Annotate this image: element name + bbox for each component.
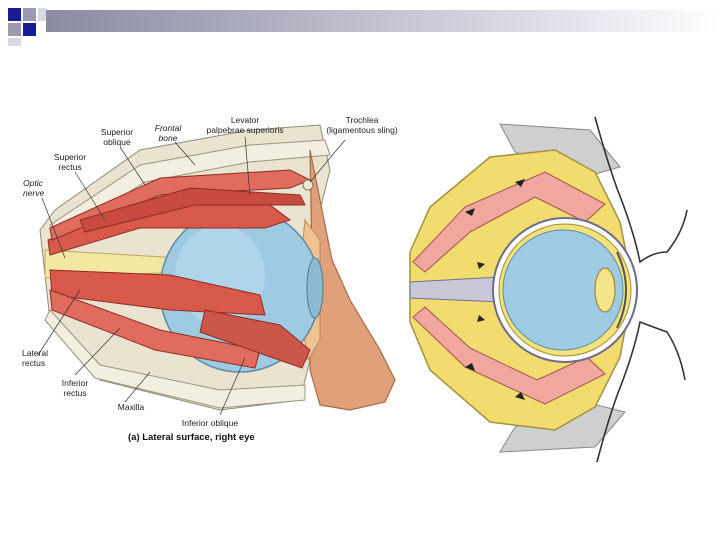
label-maxilla: Maxilla [106, 402, 156, 412]
label-superior-oblique: Superior oblique [92, 127, 142, 147]
eye-section-illustration [405, 112, 705, 467]
corner-square-dark-1 [8, 8, 21, 21]
label-inferior-rectus: Inferior rectus [50, 378, 100, 398]
label-inferior-oblique: Inferior oblique [170, 418, 250, 428]
label-levator-palpebrae-superioris: Levator palpebrae superioris [195, 115, 295, 135]
label-frontal-bone: Frontal bone [148, 123, 188, 143]
corner-square-mid-2 [8, 23, 21, 36]
corner-square-light-1 [38, 8, 46, 21]
corner-square-mid-1 [23, 8, 36, 21]
figure-caption: (a) Lateral surface, right eye [128, 432, 255, 443]
label-trochlea: Trochlea (ligamentous sling) [312, 115, 412, 135]
header-gradient-bar [46, 10, 720, 32]
corner-square-light-2 [8, 38, 21, 46]
label-lateral-rectus: Lateral rectus [22, 348, 67, 368]
label-optic-nerve: Optic nerve [23, 178, 63, 198]
label-superior-rectus: Superior rectus [45, 152, 95, 172]
corner-square-dark-2 [23, 23, 36, 36]
